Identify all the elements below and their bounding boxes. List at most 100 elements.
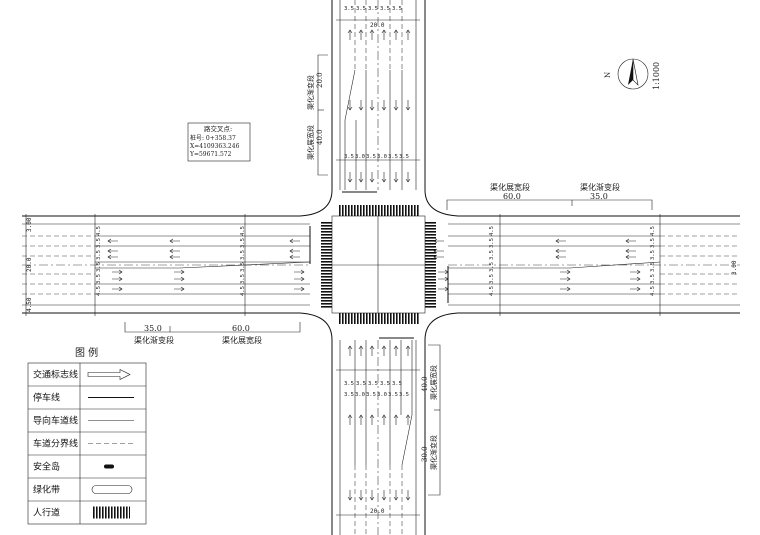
west-widen-length: 60.0 <box>232 324 250 333</box>
west-lane-width: 4.5 <box>96 286 102 296</box>
note-station: 桩号: 0+358.37 <box>190 134 236 142</box>
north-transition-label: 渠化渐变段 <box>306 75 315 110</box>
lane-arrow <box>347 345 353 356</box>
west-lane-dims-outer: 4.53.53.53.53.54.5 <box>96 226 102 296</box>
lane-arrow <box>555 238 566 244</box>
south-lane-width-top: 3.5 <box>344 381 354 387</box>
east-lane-dims-outer: 4.53.53.53.53.54.5 <box>650 226 656 296</box>
west-lane-width: 3.5 <box>240 250 246 260</box>
lane-arrow <box>405 29 411 40</box>
legend-symbol-arrow <box>87 369 131 380</box>
west-labels: 35.0 60.0 渠化渐变段 渠化展宽段 3.00 20.0 4.50 <box>26 217 262 345</box>
legend-label: 人行道 <box>33 507 60 519</box>
lane-arrow <box>347 172 353 183</box>
lane-arrow <box>630 276 641 282</box>
east-transition-length: 35.0 <box>590 192 608 201</box>
south-lane-width-top: 3.5 <box>392 381 402 387</box>
east-widen-label: 渠化展宽段 <box>490 182 530 192</box>
east-lane-width: 3.5 <box>650 262 656 272</box>
lane-arrow <box>358 414 364 425</box>
east-labels: 渠化展宽段 60.0 渠化渐变段 35.0 3.00 <box>490 182 738 275</box>
lane-arrow <box>107 238 118 244</box>
east-lane-width: 3.5 <box>489 262 495 272</box>
east-lane-width: 3.5 <box>650 274 656 284</box>
lane-arrow <box>405 100 411 111</box>
legend-symbol-island <box>104 464 114 469</box>
west-widen-label: 渠化展宽段 <box>222 335 262 345</box>
lane-arrow <box>438 286 449 292</box>
lane-arrow <box>381 172 387 183</box>
lane-arrow <box>294 269 305 275</box>
lane-arrow <box>433 238 444 244</box>
lane-arrow <box>174 269 185 275</box>
north-widen-length: 40.0 <box>316 129 324 145</box>
lane-arrow <box>630 269 641 275</box>
legend-label: 交通标志线 <box>33 369 78 381</box>
lane-arrow <box>555 248 566 254</box>
west-edge-bottom: 4.50 <box>26 297 33 312</box>
south-labels: 渠化展宽段 40.0 渠化渐变段 30.0 20.0 <box>370 365 438 515</box>
south-widen-length: 40.0 <box>421 376 429 392</box>
south-lane-width-bottom: 3.0 <box>377 392 387 398</box>
lane-arrow <box>625 238 636 244</box>
lane-arrow <box>358 345 364 356</box>
intersection-point-note: 路交叉点: 桩号: 0+358.37 X=4109363.246 Y=59671… <box>187 122 251 162</box>
west-lane-width: 3.5 <box>96 274 102 284</box>
lane-arrow <box>438 269 449 275</box>
north-lane-width-top: 3.5 <box>368 6 378 12</box>
lane-arrow <box>347 29 353 40</box>
lane-arrow <box>369 490 375 501</box>
lane-arrow <box>393 414 399 425</box>
south-lane-width-bottom: 3.0 <box>355 392 365 398</box>
south-lane-width-bottom: 3.5 <box>399 392 409 398</box>
legend-label: 导向车道线 <box>33 415 78 427</box>
legend-symbol-crosswalk <box>92 506 130 519</box>
lane-arrow <box>393 345 399 356</box>
lane-arrow <box>174 286 185 292</box>
north-lane-width-bottom: 3.5 <box>388 154 398 160</box>
north-letter: N <box>604 72 612 78</box>
north-lane-width-bottom: 3.0 <box>355 154 365 160</box>
north-lane-width-bottom: 3.5 <box>399 154 409 160</box>
lane-arrow <box>112 286 123 292</box>
lane-arrow <box>560 269 571 275</box>
east-lane-width: 3.5 <box>489 250 495 260</box>
legend-label: 车道分界线 <box>33 438 78 450</box>
legend-title: 图 例 <box>75 346 98 359</box>
south-transition-length: 30.0 <box>421 446 429 462</box>
note-title: 路交叉点: <box>204 124 232 133</box>
lane-arrow <box>405 345 411 356</box>
west-transition-length: 35.0 <box>144 324 162 333</box>
south-lane-width-bottom: 3.5 <box>388 392 398 398</box>
west-lane-width: 4.5 <box>240 226 246 236</box>
east-lane-width: 4.5 <box>650 286 656 296</box>
lane-arrow <box>560 286 571 292</box>
lane-arrow <box>369 100 375 111</box>
lane-arrow <box>381 345 387 356</box>
lane-arrow <box>107 254 118 260</box>
lane-arrow <box>347 100 353 111</box>
lane-arrow <box>112 269 123 275</box>
west-lane-width: 3.5 <box>96 262 102 272</box>
north-lane-width-bottom: 3.5 <box>366 154 376 160</box>
lane-arrow <box>369 414 375 425</box>
note-y: Y=59671.572 <box>189 151 232 158</box>
lane-arrow <box>405 172 411 183</box>
road-edges <box>22 0 740 535</box>
lane-arrow <box>381 414 387 425</box>
east-lane-width: 3.5 <box>650 250 656 260</box>
south-lane-width-top: 3.5 <box>356 381 366 387</box>
lane-arrow <box>555 254 566 260</box>
east-lane-width: 3.5 <box>650 238 656 248</box>
north-lane-width-top: 3.5 <box>392 6 402 12</box>
west-lane-width: 3.5 <box>96 250 102 260</box>
lane-arrow <box>289 248 300 254</box>
north-lane-width-top: 3.5 <box>344 6 354 12</box>
west-lane-width: 3.5 <box>240 274 246 284</box>
south-lane-width-bottom: 3.5 <box>344 392 354 398</box>
north-lane-width-top: 3.5 <box>380 6 390 12</box>
lane-arrow <box>289 254 300 260</box>
